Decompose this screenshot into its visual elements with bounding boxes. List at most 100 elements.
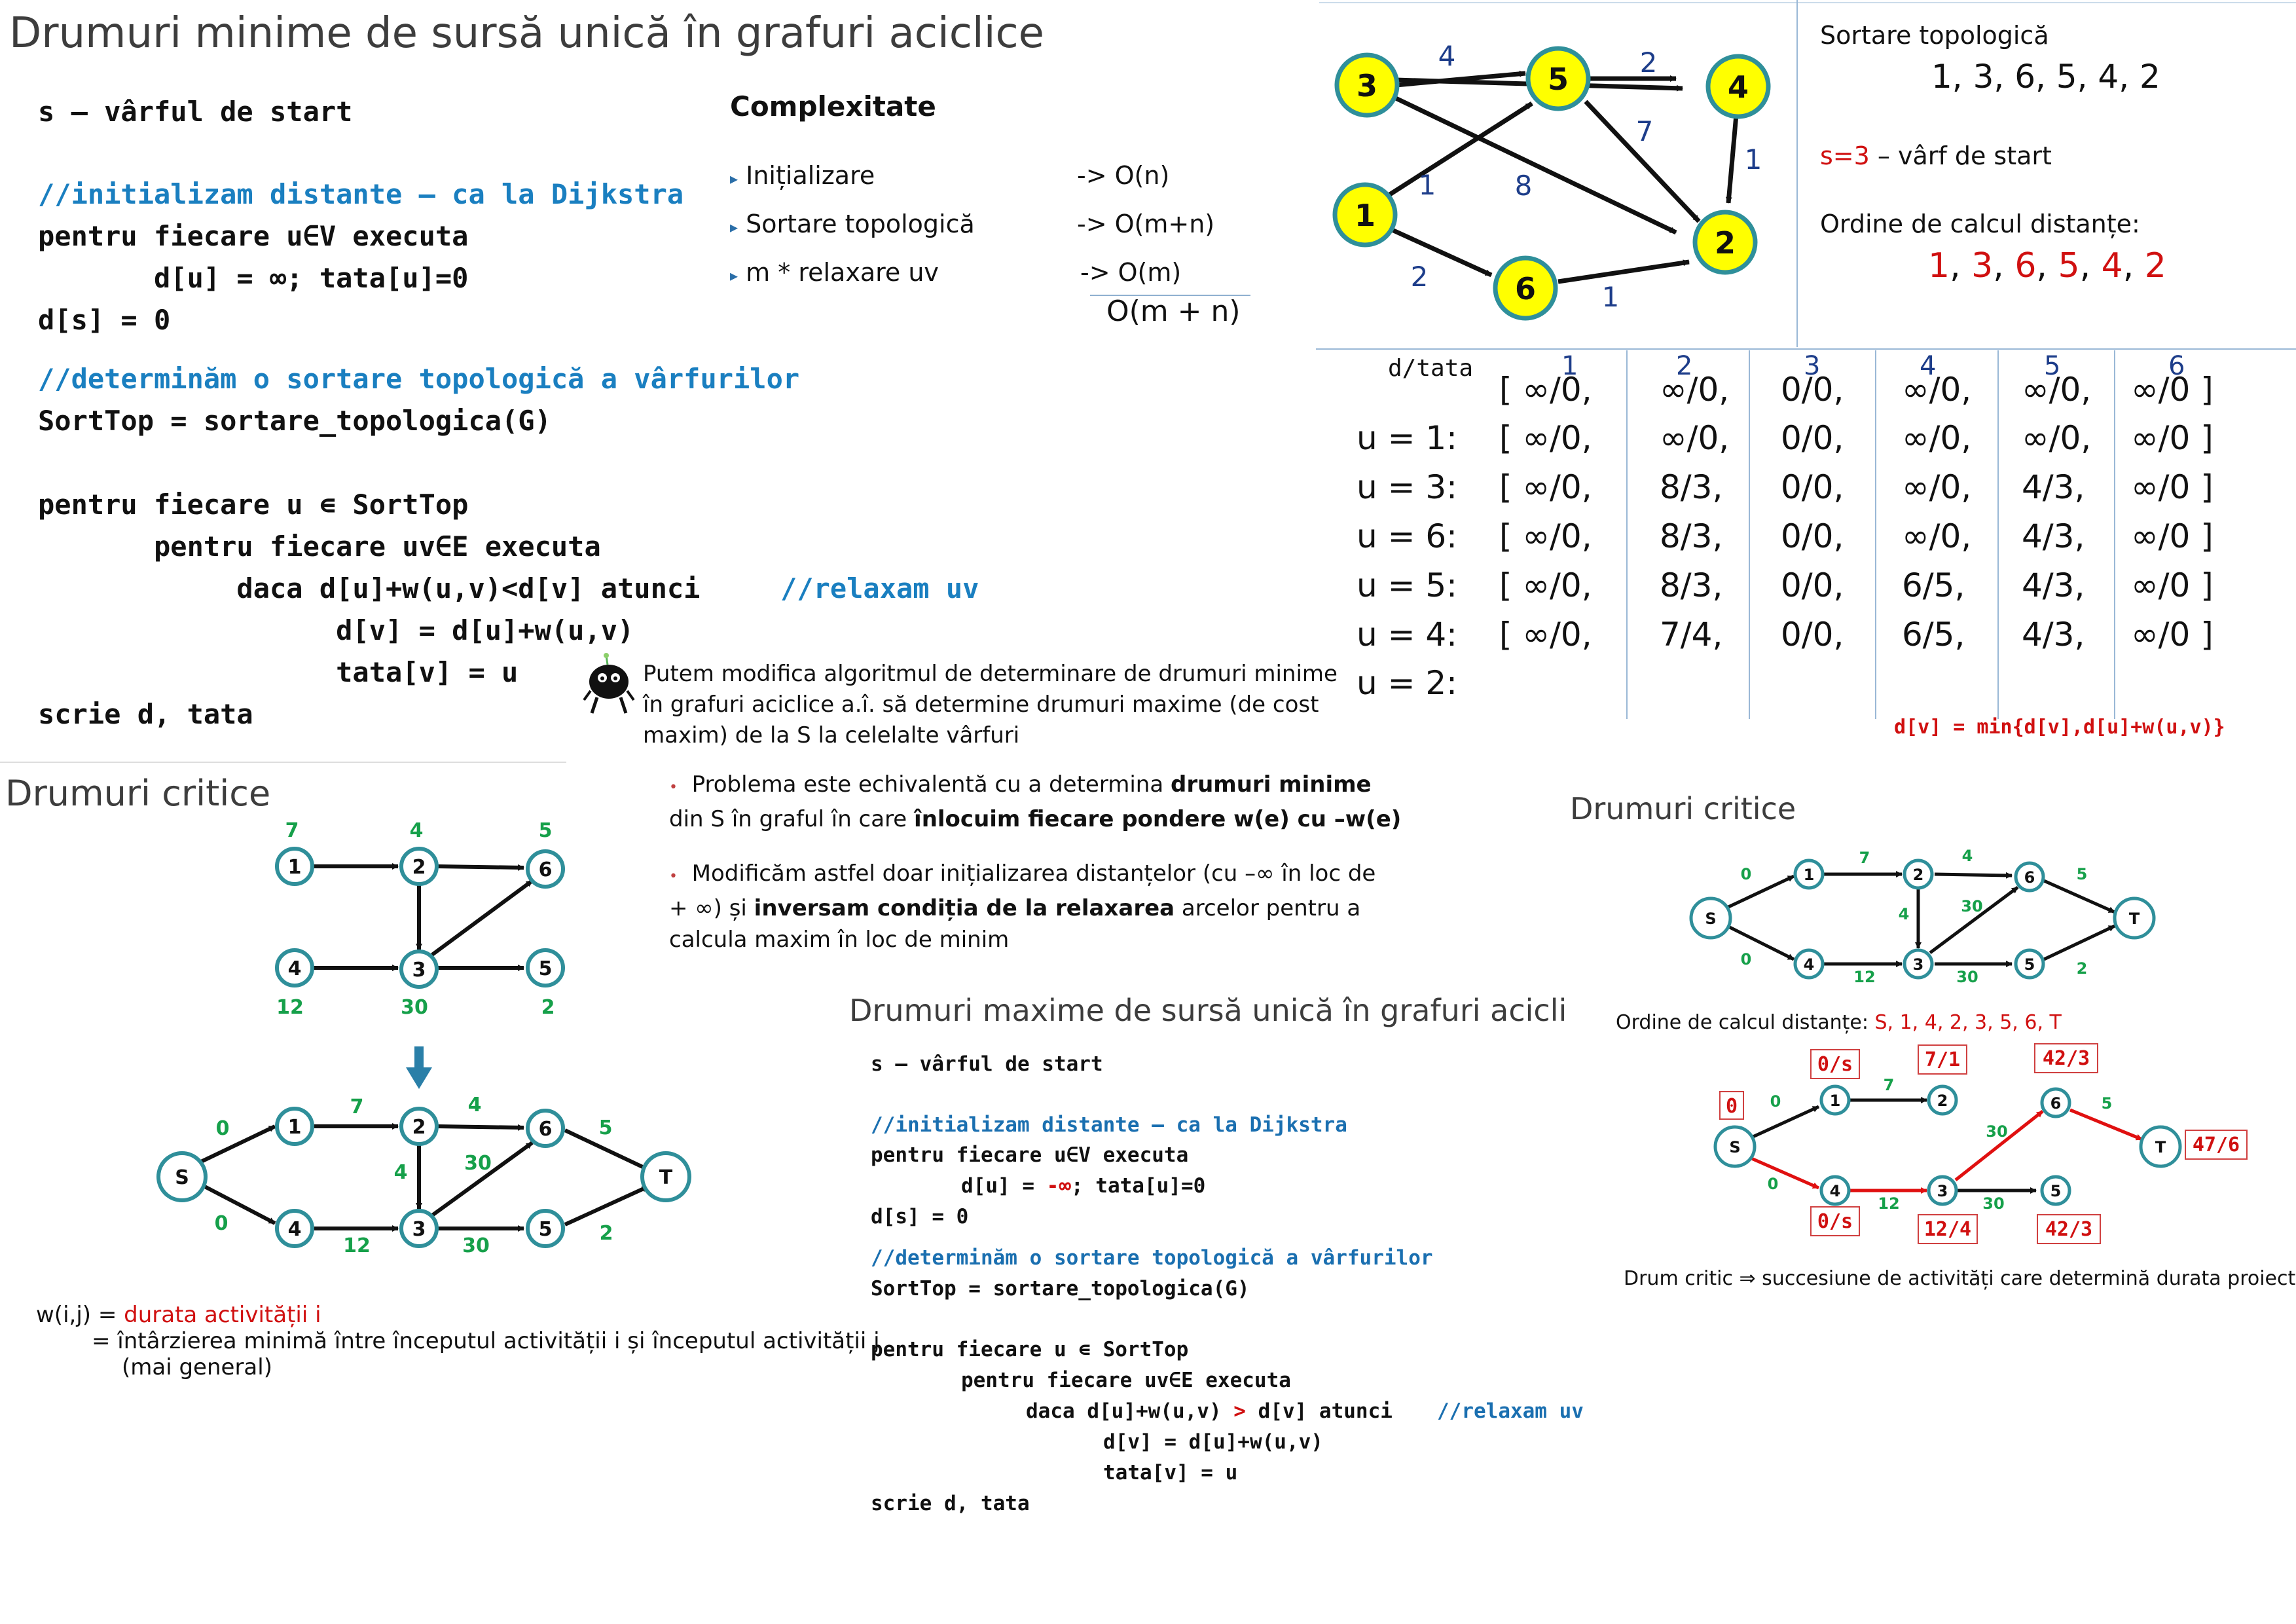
- code-line: daca d[u]+w(u,v)<d[v] atunci: [38, 572, 701, 604]
- edge-weight: 7: [1884, 1076, 1895, 1094]
- node-label: 3: [1357, 68, 1377, 103]
- node-label: 4: [1728, 69, 1749, 105]
- table-cell: 0/0,: [1781, 371, 1844, 409]
- table-col: 5: [2044, 351, 2061, 381]
- code-line: s – vârful de start: [871, 1052, 1103, 1076]
- node-label: S: [1729, 1138, 1740, 1156]
- table-cell: 4/3,: [2022, 566, 2085, 604]
- duration-label: 30: [401, 996, 428, 1019]
- table-cell: [ ∞/0,: [1499, 468, 1592, 506]
- calc-heading: Ordine de calcul distanțe:: [1820, 210, 2140, 238]
- table-cell: 0/0,: [1781, 468, 1844, 506]
- critical-title-left: Drumuri critice: [5, 773, 271, 814]
- table-cell: 4/3,: [2022, 468, 2085, 506]
- table-cell: 0/0,: [1781, 419, 1844, 457]
- table-cell: 8/3,: [1660, 517, 1723, 555]
- node-label: T: [2129, 910, 2140, 928]
- edge-weight: 7: [350, 1096, 364, 1118]
- table-cell: ∞/0,: [2022, 371, 2092, 409]
- distance-label: 0/s: [1817, 1210, 1853, 1233]
- node-label: S: [1705, 910, 1716, 928]
- code-comment: //relaxam uv: [1437, 1399, 1584, 1423]
- node-label: 1: [288, 1116, 302, 1139]
- table-cell: ∞/0 ]: [2131, 371, 2214, 409]
- node-label: 2: [412, 1116, 426, 1139]
- code-line: daca d[u]+w(u,v) > d[v] atunci: [1026, 1399, 1393, 1423]
- edge-weight: 7: [1859, 849, 1870, 867]
- complexity-item: ▸ m * relaxare uv: [730, 258, 939, 287]
- start-vertex: s=3 – vârf de start: [1820, 141, 2052, 170]
- distance-label: 12/4: [1924, 1218, 1971, 1241]
- edge-weight: 12: [1878, 1194, 1899, 1213]
- code-comment: //determinăm o sortare topologică a vârf…: [871, 1246, 1433, 1270]
- note-bullet: • Problema este echivalentă cu a determi…: [669, 771, 1402, 832]
- table-cell: ∞/0 ]: [2131, 616, 2214, 654]
- node-label: 4: [288, 1218, 302, 1241]
- node-label: 3: [1913, 955, 1924, 974]
- edge-weight: 4: [394, 1161, 408, 1184]
- weight-definition-2: = întârzierea minimă între începutul act…: [92, 1328, 880, 1354]
- node-label: 3: [1937, 1182, 1948, 1200]
- table-row-label: u = 1:: [1357, 419, 1458, 457]
- topo-order: 1, 3, 6, 5, 4, 2: [1931, 58, 2160, 96]
- code-comment: //initializam distante – ca la Dijkstra: [871, 1113, 1347, 1137]
- edge-weight: 30: [1956, 968, 1978, 986]
- duration-label: 12: [276, 996, 304, 1019]
- complexity-cost: -> O(n): [1077, 161, 1170, 190]
- edge-weight: 0: [1741, 865, 1752, 883]
- edge-weight: 5: [2102, 1094, 2113, 1113]
- duration-label: 7: [285, 819, 299, 842]
- node-label: S: [175, 1166, 189, 1189]
- table-cell: ∞/0,: [2022, 419, 2092, 457]
- node-label: 4: [1804, 955, 1815, 974]
- distance-label: 42/3: [2043, 1047, 2090, 1070]
- code-line: pentru fiecare u∈V executa: [871, 1143, 1189, 1167]
- edge-weight: 2: [2077, 959, 2088, 978]
- relax-formula: d[v] = min{d[v],d[u]+w(u,v)}: [1894, 716, 2225, 739]
- edge-weight: 0: [216, 1117, 230, 1140]
- node-label: 6: [2050, 1094, 2062, 1113]
- table-cell: ∞/0,: [1660, 419, 1730, 457]
- title-max-paths: Drumuri maxime de sursă unică în grafuri…: [849, 993, 1564, 1028]
- table-cell: 7/4,: [1660, 616, 1723, 654]
- table-cell: ∞/0,: [1660, 371, 1730, 409]
- table-col: 2: [1676, 351, 1693, 381]
- code-line: SortTop = sortare_topologica(G): [38, 405, 551, 437]
- table-cell: 4/3,: [2022, 616, 2085, 654]
- code-line: tata[v] = u: [1103, 1461, 1238, 1485]
- table-col: 6: [2168, 351, 2185, 381]
- distance-label: 42/3: [2045, 1218, 2092, 1241]
- edge-weight: 30: [464, 1152, 492, 1175]
- table-corner: d/tata: [1388, 355, 1474, 382]
- table-cell: 0/0,: [1781, 616, 1844, 654]
- edge-weight: 2: [600, 1222, 613, 1245]
- edge-weight: 0: [1770, 1092, 1781, 1111]
- code-line: scrie d, tata: [871, 1492, 1030, 1515]
- table-cell: [ ∞/0,: [1499, 566, 1592, 604]
- edge-weight: 5: [2077, 865, 2088, 883]
- graph-node: [1692, 210, 1758, 275]
- edge-weight: 5: [599, 1116, 613, 1139]
- node-label: 5: [539, 1218, 553, 1241]
- code-line: pentru fiecare uv∈E executa: [38, 530, 601, 563]
- code-line: pentru fiecare u∈V executa: [38, 220, 469, 252]
- table-row-label: u = 4:: [1357, 616, 1458, 654]
- table-cell: 0/0,: [1781, 517, 1844, 555]
- code-line: d[s] = 0: [871, 1205, 969, 1228]
- edge-weight: 1: [1745, 143, 1762, 175]
- edge-weight: 0: [1741, 950, 1752, 969]
- edge-weight: 30: [1982, 1194, 2004, 1213]
- complexity-item: ▸ Sortare topologică: [730, 210, 975, 238]
- table-cell: ∞/0,: [1902, 371, 1972, 409]
- code-line: d[u] = -∞; tata[u]=0: [961, 1174, 1206, 1198]
- code-line: SortTop = sortare_topologica(G): [871, 1277, 1250, 1301]
- edge-weight: 2: [1411, 261, 1429, 293]
- node-label: 5: [539, 957, 553, 980]
- node-label: 1: [1804, 866, 1815, 884]
- distance-label: 7/1: [1925, 1048, 1960, 1071]
- calc-order: 1, 3, 6, 5, 4, 2: [1928, 246, 2166, 286]
- table-cell: [ ∞/0,: [1499, 419, 1592, 457]
- table-cell: 6/5,: [1902, 616, 1965, 654]
